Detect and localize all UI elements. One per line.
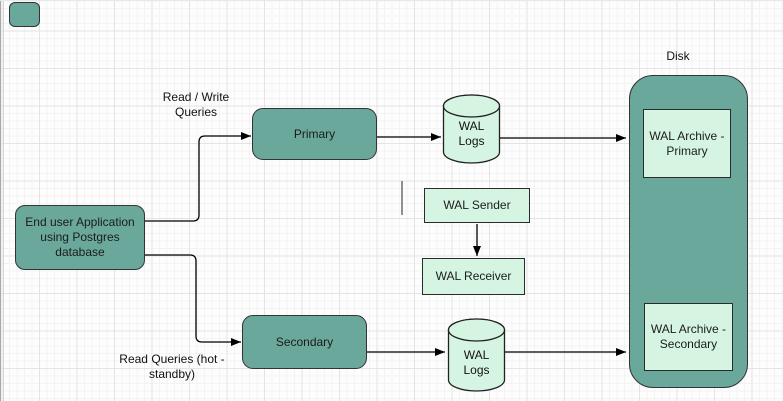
wal-logs-secondary-text: WAL Logs xyxy=(463,348,490,377)
canvas-left-border xyxy=(0,0,1,401)
node-wal-receiver-label: WAL Receiver xyxy=(435,269,512,283)
disk-label[interactable]: Disk xyxy=(666,49,690,63)
node-primary-label: Primary xyxy=(293,126,336,141)
canvas-left-border-inner xyxy=(3,0,4,401)
node-wal-archive-primary-label: WAL Archive - Primary xyxy=(649,128,725,158)
edge-enduser-to-secondary[interactable] xyxy=(145,254,241,346)
edge-enduser-to-primary[interactable] xyxy=(145,132,251,222)
node-wal-archive-secondary-label: WAL Archive - Secondary xyxy=(650,322,727,351)
canvas-top-border xyxy=(0,0,783,1)
edge-label-read-write-queries[interactable]: Read / Write Queries xyxy=(162,90,230,119)
cylinder-wal-logs-secondary-label: WAL Logs xyxy=(446,345,507,381)
node-wal-receiver[interactable]: WAL Receiver xyxy=(422,258,525,295)
node-wal-archive-secondary[interactable]: WAL Archive - Secondary xyxy=(644,303,733,371)
node-wal-sender-label: WAL Sender xyxy=(443,198,511,212)
node-wal-sender[interactable]: WAL Sender xyxy=(424,188,530,223)
edge-label-read-queries-hot-standby[interactable]: Read Queries (hot - standby) xyxy=(119,352,225,381)
disk-container[interactable]: WAL Archive - Primary WAL Archive - Seco… xyxy=(629,75,748,388)
node-primary[interactable]: Primary xyxy=(252,108,377,160)
partial-shape-top-left[interactable] xyxy=(9,2,40,27)
node-secondary-label: Secondary xyxy=(275,334,334,349)
node-secondary[interactable]: Secondary xyxy=(242,315,367,369)
node-end-user-app-label: End user Application using Postgres data… xyxy=(25,215,135,259)
node-end-user-app[interactable]: End user Application using Postgres data… xyxy=(15,205,145,270)
wal-logs-primary-text: WAL Logs xyxy=(458,119,485,148)
cylinder-wal-logs-primary-label: WAL Logs xyxy=(441,116,502,152)
node-wal-archive-primary[interactable]: WAL Archive - Primary xyxy=(643,109,731,178)
